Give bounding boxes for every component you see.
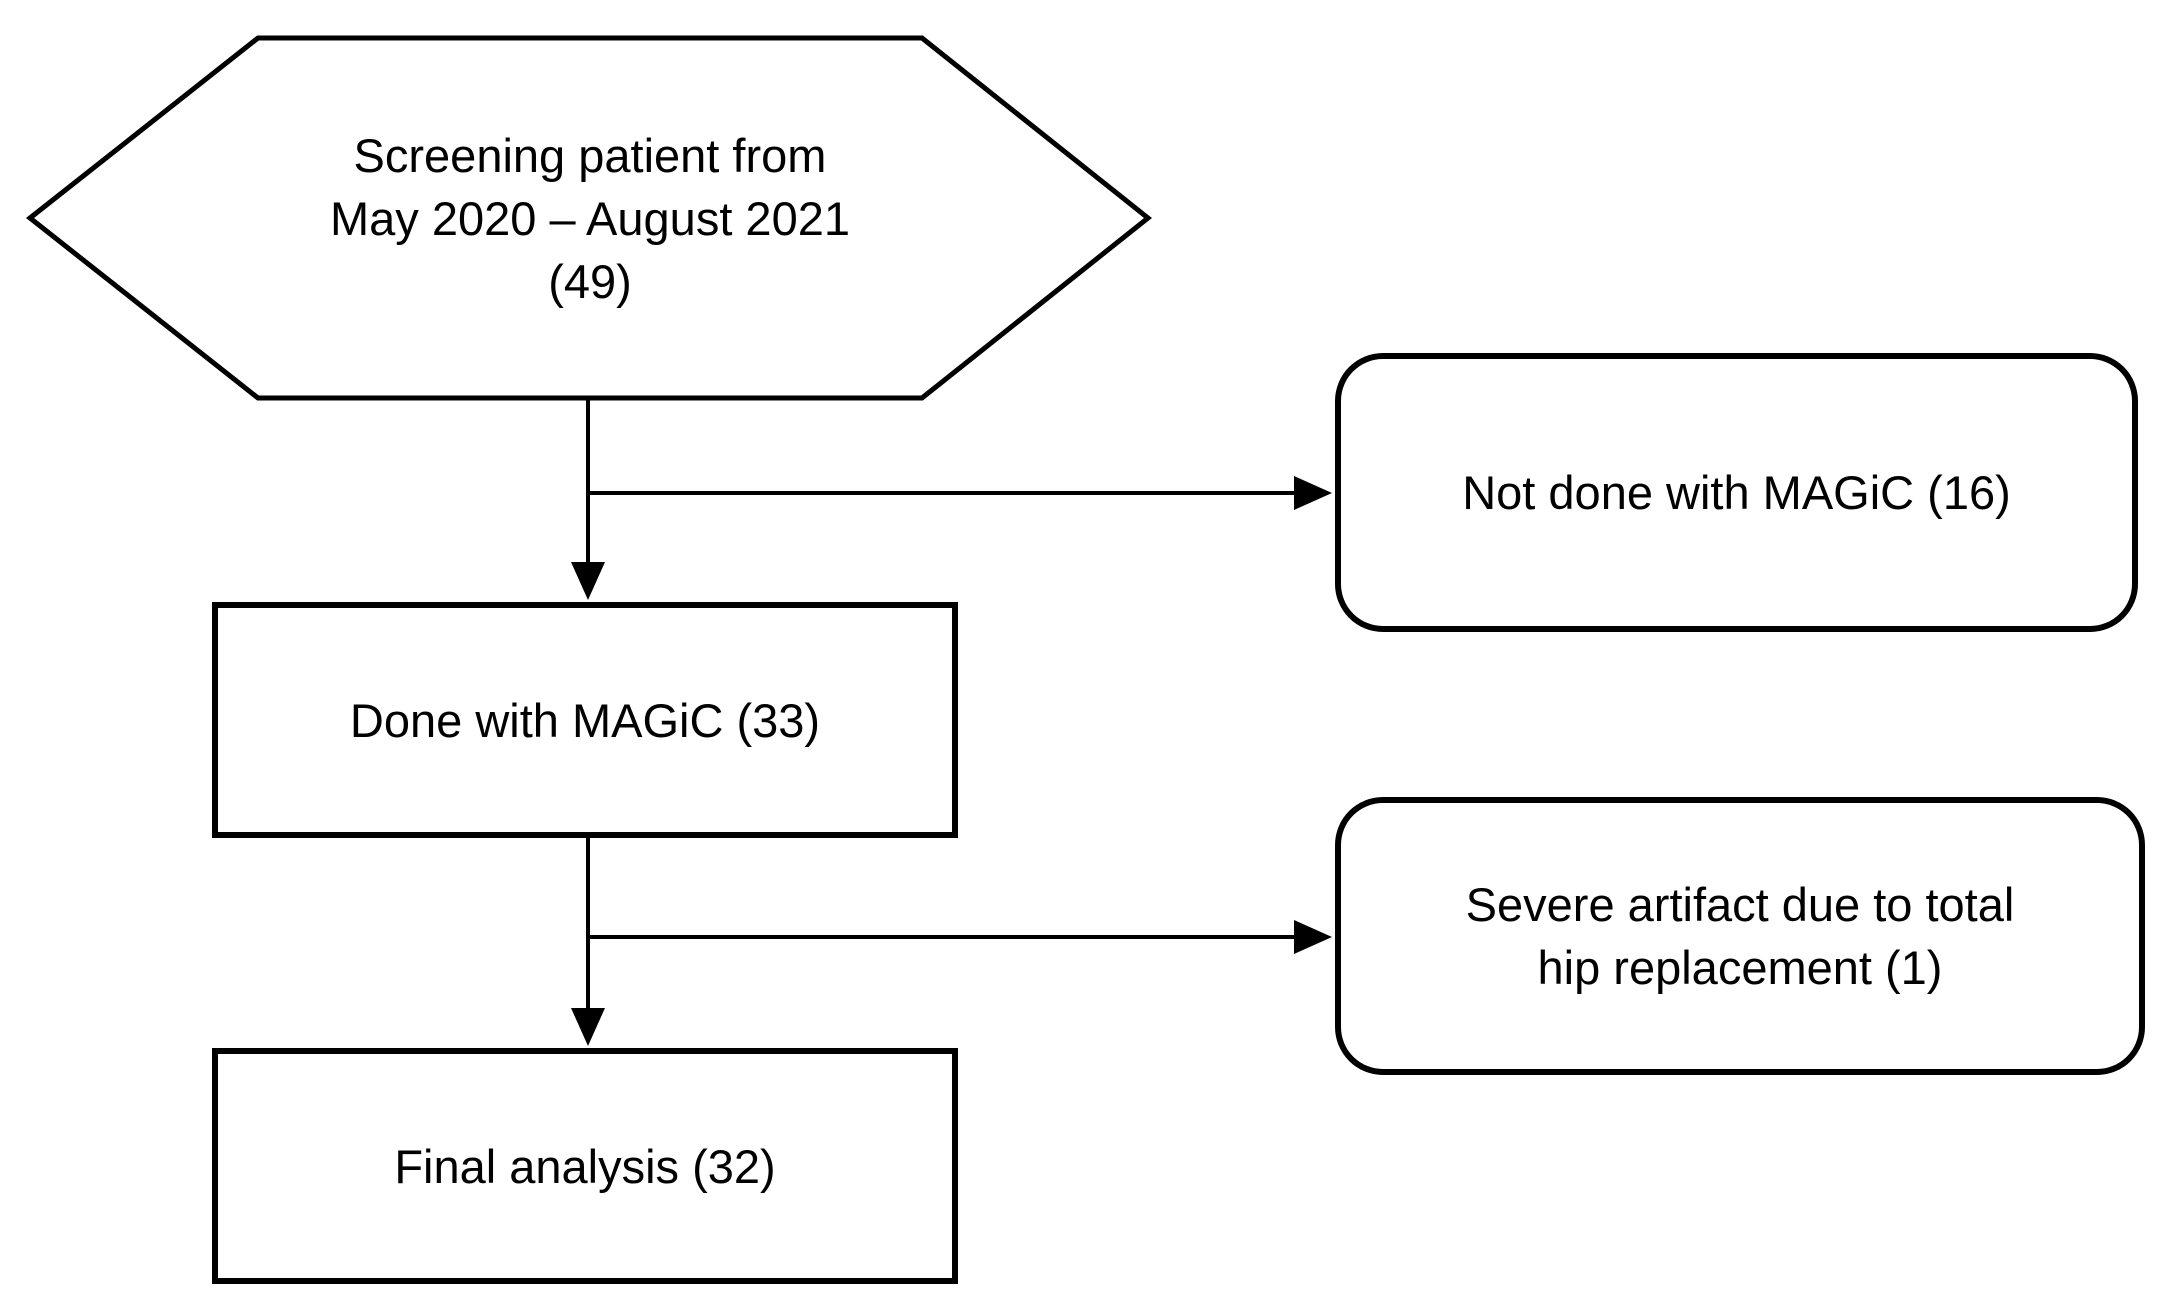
arrowhead-right-1-icon (1294, 476, 1332, 510)
node-final-label: Final analysis (32) (394, 1139, 776, 1193)
hexagon-shape (25, 35, 1153, 401)
arrowhead-down-2-icon (571, 1008, 605, 1046)
node-severe: Severe artifact due to total hip replace… (1335, 797, 2145, 1075)
node-not-done: Not done with MAGiC (16) (1335, 353, 2138, 632)
node-screening-label: Screening patient from May 2020 – August… (329, 128, 850, 308)
node-final: Final analysis (32) (212, 1048, 958, 1284)
node-screening: Screening patient from May 2020 – August… (140, 88, 1040, 348)
node-not-done-label: Not done with MAGiC (16) (1462, 466, 2011, 519)
node-done: Done with MAGiC (33) (212, 602, 958, 838)
arrowhead-down-1-icon (571, 562, 605, 600)
node-severe-label: Severe artifact due to total hip replace… (1465, 878, 2015, 994)
arrowhead-right-2-icon (1294, 920, 1332, 954)
node-done-label: Done with MAGiC (33) (349, 693, 821, 747)
